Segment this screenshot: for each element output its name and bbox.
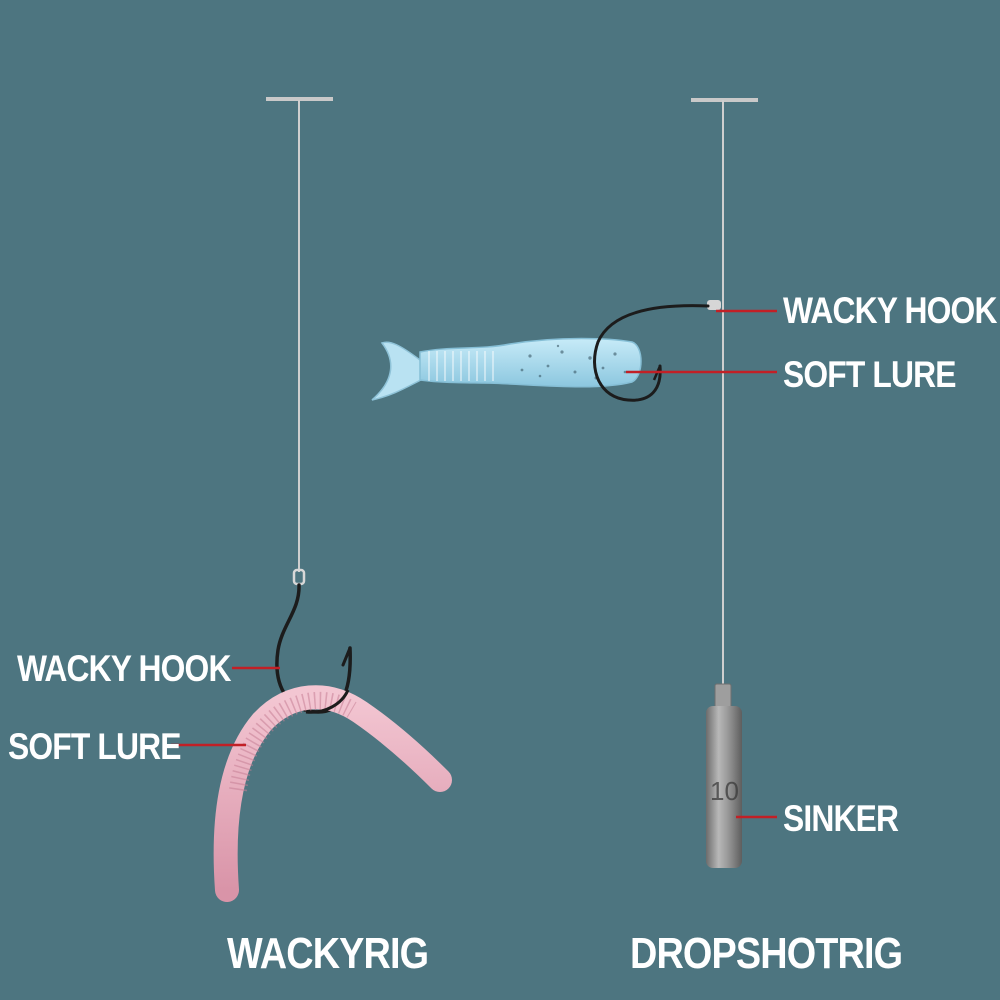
- sinker-number: 10: [710, 776, 739, 806]
- dropshot-swivel-bar: [691, 98, 758, 102]
- wacky-rig: [171, 97, 452, 902]
- wacky-swivel-bar: [266, 97, 333, 101]
- paddle-tail-lure-icon: [371, 337, 642, 401]
- wacky-hook-label: WACKY HOOK: [17, 648, 231, 689]
- wacky-rig-title: WACKYRIG: [227, 929, 429, 978]
- dropshot-hook-knot: [707, 300, 721, 310]
- dropshot-rig-title: DROPSHOTRIG: [630, 929, 903, 978]
- worm-ribbing: [229, 691, 357, 792]
- wacky-hook-eye: [292, 568, 306, 586]
- lure-tail: [371, 341, 426, 401]
- dropshot-soft-lure-label: SOFT LURE: [783, 354, 956, 395]
- lure-body: [419, 337, 642, 388]
- dropshot-rig: [371, 98, 777, 868]
- sinker-label: SINKER: [783, 798, 899, 839]
- dropshot-hook-label: WACKY HOOK: [783, 290, 997, 331]
- wacky-soft-lure-label: SOFT LURE: [8, 726, 181, 767]
- lure-speckles: [520, 344, 627, 380]
- dropshot-hook-icon: [593, 304, 710, 402]
- worm-lure-icon: [213, 685, 452, 902]
- wacky-hook-front: [305, 689, 350, 714]
- wacky-hook-barb: [341, 646, 352, 667]
- sinker-swivel: [714, 683, 732, 709]
- sinker-weight-icon: [706, 706, 742, 868]
